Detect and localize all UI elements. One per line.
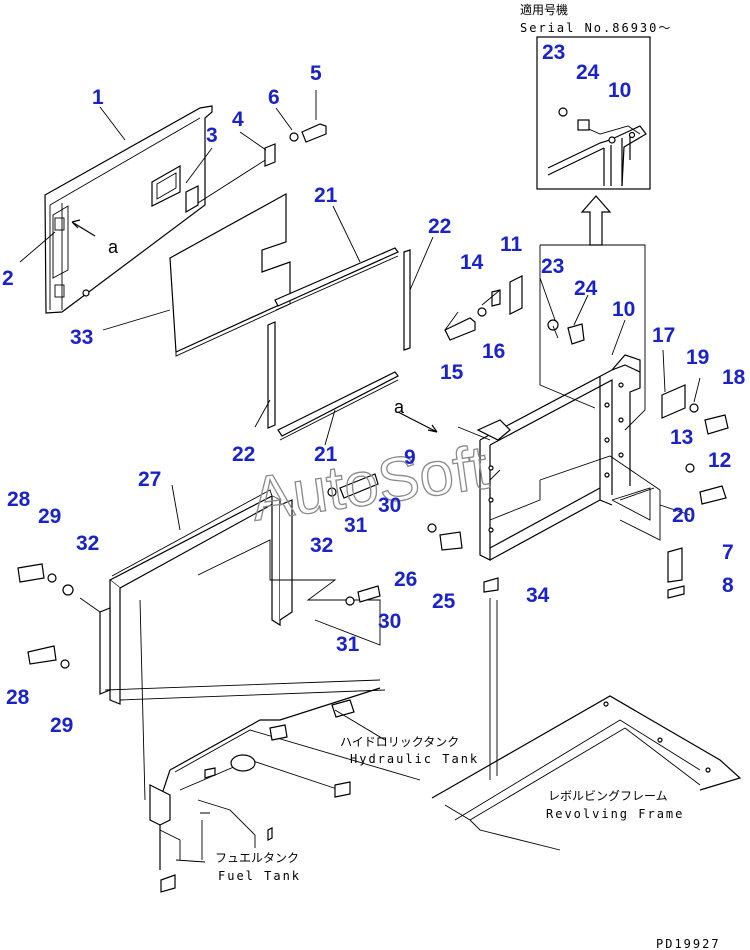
callout-28-top: 28 bbox=[7, 488, 31, 511]
callout-9: 9 bbox=[404, 446, 416, 469]
inset-frame bbox=[536, 36, 651, 190]
revolving-frame-jp: レボルビングフレーム bbox=[548, 789, 668, 803]
model-label: 適用号機 bbox=[520, 2, 568, 17]
callout-18: 18 bbox=[722, 366, 746, 389]
callout-23: 23 bbox=[541, 255, 564, 278]
drawing-id: PD19927 bbox=[656, 937, 721, 950]
callout-31-top: 31 bbox=[344, 514, 368, 537]
right-frame bbox=[457, 244, 691, 561]
callout-25: 25 bbox=[432, 590, 456, 613]
callout-32-left: 32 bbox=[76, 532, 99, 555]
right-fasteners bbox=[427, 275, 729, 599]
callout-21-bottom: 21 bbox=[314, 443, 338, 466]
callout-4: 4 bbox=[232, 108, 244, 131]
callout-6: 6 bbox=[268, 86, 280, 109]
callout-30-top: 30 bbox=[378, 494, 401, 517]
callout-32-mid: 32 bbox=[310, 534, 333, 557]
revolving-frame-en: Revolving Frame bbox=[546, 807, 684, 821]
callout-29-top: 29 bbox=[38, 505, 61, 528]
fuel-tank-en: Fuel Tank bbox=[218, 869, 301, 883]
callout-31-bottom: 31 bbox=[336, 633, 360, 656]
callout-23-inset: 23 bbox=[542, 41, 565, 64]
callout-19: 19 bbox=[686, 346, 709, 369]
callout-30-bottom: 30 bbox=[378, 610, 401, 633]
insulation-pad bbox=[102, 192, 291, 357]
callout-12: 12 bbox=[708, 449, 731, 472]
callout-8: 8 bbox=[722, 574, 734, 597]
serial-label: Serial No.86930～ bbox=[520, 21, 672, 35]
seal-strips bbox=[254, 205, 434, 446]
callout-22-top: 22 bbox=[428, 215, 451, 238]
view-letter-a-left: a bbox=[108, 237, 119, 257]
callout-33: 33 bbox=[70, 326, 93, 349]
callout-7: 7 bbox=[722, 541, 734, 564]
callout-22-bottom: 22 bbox=[232, 443, 255, 466]
view-letter-a-right: a bbox=[394, 397, 405, 417]
callout-24-inset: 24 bbox=[576, 61, 600, 84]
hydraulic-tank-en: Hydraulic Tank bbox=[350, 752, 479, 766]
callout-20: 20 bbox=[672, 504, 695, 527]
callout-5: 5 bbox=[310, 62, 322, 85]
lower-assembly bbox=[139, 598, 742, 893]
callout-13: 13 bbox=[670, 426, 693, 449]
callout-34: 34 bbox=[526, 584, 550, 607]
serial-inset bbox=[536, 36, 651, 190]
callout-15: 15 bbox=[440, 361, 464, 384]
left-fasteners bbox=[17, 473, 381, 669]
hydraulic-tank-jp: ハイドロリックタンク bbox=[340, 735, 459, 749]
callout-10: 10 bbox=[612, 298, 635, 321]
callout-28-bottom: 28 bbox=[6, 686, 30, 709]
callout-29-bottom: 29 bbox=[50, 714, 73, 737]
callout-27: 27 bbox=[138, 468, 161, 491]
callout-2: 2 bbox=[2, 267, 14, 290]
left-frame bbox=[99, 484, 386, 705]
callout-11: 11 bbox=[500, 233, 523, 256]
door-panel bbox=[44, 105, 213, 314]
callout-17: 17 bbox=[652, 324, 675, 347]
callout-numbers: 1 2 3 4 5 6 33 21 22 22 21 11 14 16 15 2… bbox=[2, 41, 746, 737]
callout-10-inset: 10 bbox=[608, 79, 631, 102]
callout-1: 1 bbox=[92, 86, 104, 109]
detail-arrow bbox=[580, 195, 612, 246]
watermark: AutoSoft bbox=[247, 433, 492, 534]
fuel-tank-jp: フュエルタンク bbox=[215, 851, 299, 865]
callout-21-top: 21 bbox=[314, 184, 338, 207]
callout-16: 16 bbox=[482, 340, 505, 363]
callout-14: 14 bbox=[460, 251, 484, 274]
callout-3: 3 bbox=[206, 124, 218, 147]
callout-26: 26 bbox=[394, 568, 417, 591]
callout-24: 24 bbox=[574, 277, 598, 300]
